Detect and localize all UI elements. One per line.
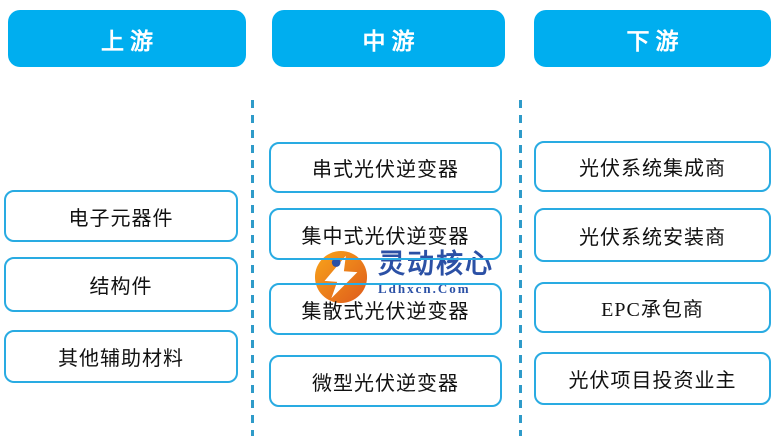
- watermark-text: 灵动核心 Ldhxcn.Com: [378, 250, 494, 296]
- node-other-auxiliary-materials: 其他辅助材料: [4, 330, 238, 383]
- header-midstream: 中游: [272, 10, 505, 67]
- node-distributed-inverter: 集散式光伏逆变器: [269, 283, 502, 335]
- divider-midstream-downstream: [519, 100, 522, 436]
- node-central-inverter: 集中式光伏逆变器: [269, 208, 502, 260]
- header-downstream: 下游: [534, 10, 771, 67]
- node-structural-parts: 结构件: [4, 257, 238, 312]
- node-micro-inverter: 微型光伏逆变器: [269, 355, 502, 407]
- lingdong-hexin-logo: [314, 250, 368, 304]
- divider-upstream-midstream: [251, 100, 254, 436]
- node-pv-system-integrator: 光伏系统集成商: [534, 141, 771, 192]
- node-epc-contractor: EPC承包商: [534, 282, 771, 333]
- header-upstream: 上游: [8, 10, 246, 67]
- watermark-brand: 灵动核心: [378, 249, 494, 279]
- node-electronic-components: 电子元器件: [4, 190, 238, 242]
- node-pv-project-owner: 光伏项目投资业主: [534, 352, 771, 405]
- node-string-inverter: 串式光伏逆变器: [269, 142, 502, 193]
- node-pv-system-installer: 光伏系统安装商: [534, 208, 771, 262]
- watermark: 灵动核心 Ldhxcn.Com: [314, 250, 494, 304]
